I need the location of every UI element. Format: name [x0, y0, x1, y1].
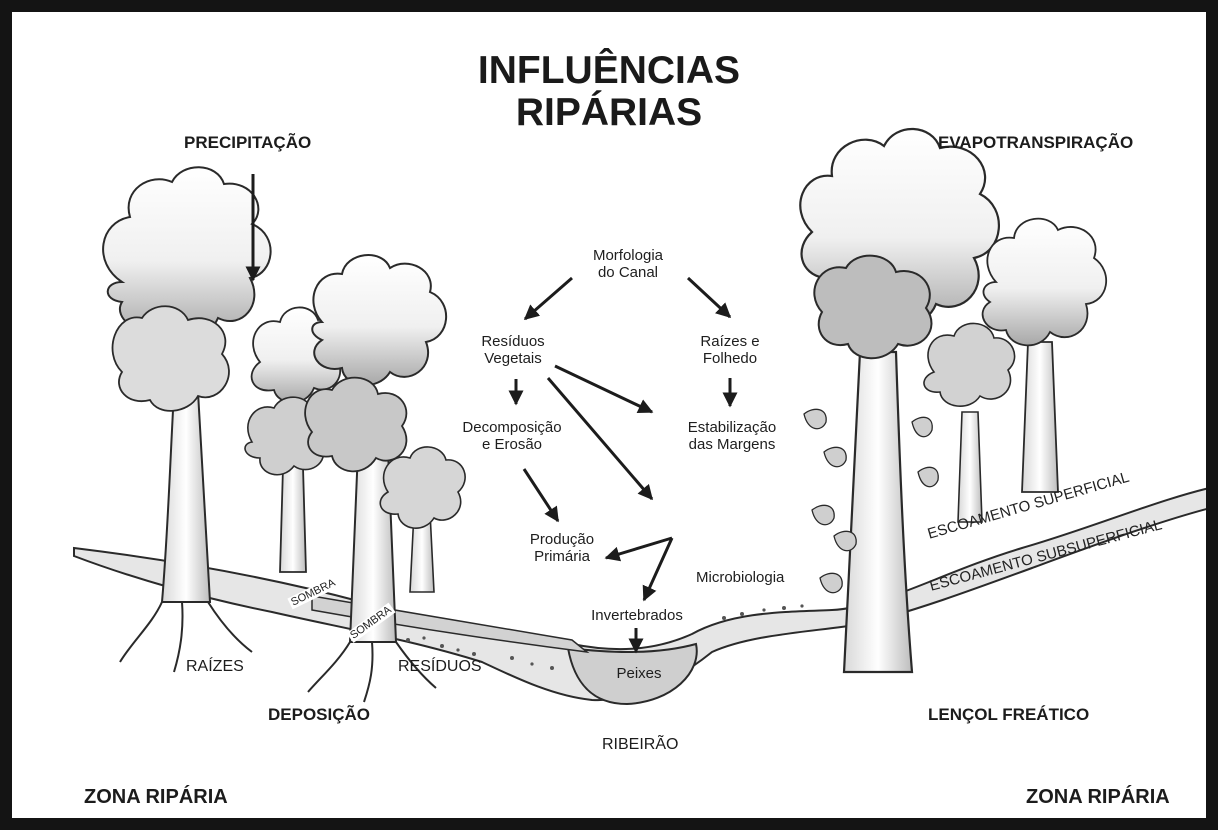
node-invertebrados: Invertebrados [572, 607, 702, 625]
arrow-to-invertebrados [642, 537, 674, 602]
tree-right-back [981, 217, 1108, 493]
arrow-decomposicao-producao [522, 468, 560, 523]
label-zona-riparia-left: ZONA RIPÁRIA [84, 786, 228, 808]
node-estabilizacao: Estabilização das Margens [664, 419, 800, 453]
tree-right-large [799, 127, 1001, 674]
node-residuos-line-1: Resíduos [481, 333, 545, 350]
node-peixes-line-1: Peixes [616, 665, 662, 682]
label-microbiologia: Microbiologia [696, 569, 785, 586]
tree-left-large [102, 166, 272, 673]
node-decomposicao: Decomposição e Erosão [442, 419, 582, 453]
label-lencol-freatico: LENÇOL FREÁTICO [928, 705, 1090, 724]
node-morfologia-line-1: Morfologia [592, 247, 664, 264]
label-zona-riparia-right: ZONA RIPÁRIA [1026, 786, 1170, 808]
diagram-title: INFLUÊNCIAS RIPÁRIAS [461, 49, 757, 135]
title-line-2: RIPÁRIAS [515, 91, 703, 135]
arrow-residuos-invertebrados [546, 377, 654, 501]
node-residuos-vegetais: Resíduos Vegetais [458, 333, 568, 367]
node-decomposicao-line-1: Decomposição [462, 419, 562, 436]
node-estabilizacao-line-1: Estabilização [687, 419, 777, 436]
riparian-illustration [73, 127, 1206, 706]
falling-leaves [803, 408, 939, 594]
node-residuos-line-2: Vegetais [484, 349, 542, 367]
arrow-morfologia-residuos [523, 276, 573, 321]
node-producao-line-2: Primária [534, 547, 590, 565]
label-ribeirao: RIBEIRÃO [602, 736, 679, 753]
tree-left-middle [304, 254, 447, 703]
arrow-to-producao [604, 536, 673, 562]
label-residuos: RESÍDUOS [398, 658, 482, 675]
label-precipitacao: PRECIPITAÇÃO [184, 133, 312, 152]
node-raizes-line-2: Folhedo [702, 349, 758, 367]
node-producao-line-1: Produção [529, 531, 595, 548]
node-decomposicao-line-2: e Erosão [481, 435, 543, 453]
arrow-residuos-estabilizacao [554, 364, 654, 414]
node-morfologia-line-2: do Canal [597, 263, 659, 281]
node-raizes-folhedo: Raízes e Folhedo [680, 333, 780, 367]
debris [390, 604, 804, 670]
title-line-1: INFLUÊNCIAS [477, 49, 741, 92]
node-peixes: Peixes [604, 665, 674, 683]
node-producao: Produção Primária [512, 531, 612, 565]
flow-arrows [245, 174, 738, 654]
node-estabilizacao-line-2: das Margens [688, 435, 776, 453]
label-evapotranspiracao: EVAPOTRANSPIRAÇÃO [938, 133, 1134, 152]
node-morfologia: Morfologia do Canal [568, 247, 688, 281]
label-raizes: RAÍZES [186, 658, 244, 675]
node-raizes-line-1: Raízes e [700, 333, 760, 350]
stream-bed [566, 642, 698, 706]
tree-left-front [379, 446, 466, 593]
node-invertebrados-line-1: Invertebrados [591, 607, 683, 624]
tree-right-small [923, 322, 1016, 523]
arrow-morfologia-raizes [686, 276, 732, 319]
label-deposicao: DEPOSIÇÃO [268, 705, 371, 724]
